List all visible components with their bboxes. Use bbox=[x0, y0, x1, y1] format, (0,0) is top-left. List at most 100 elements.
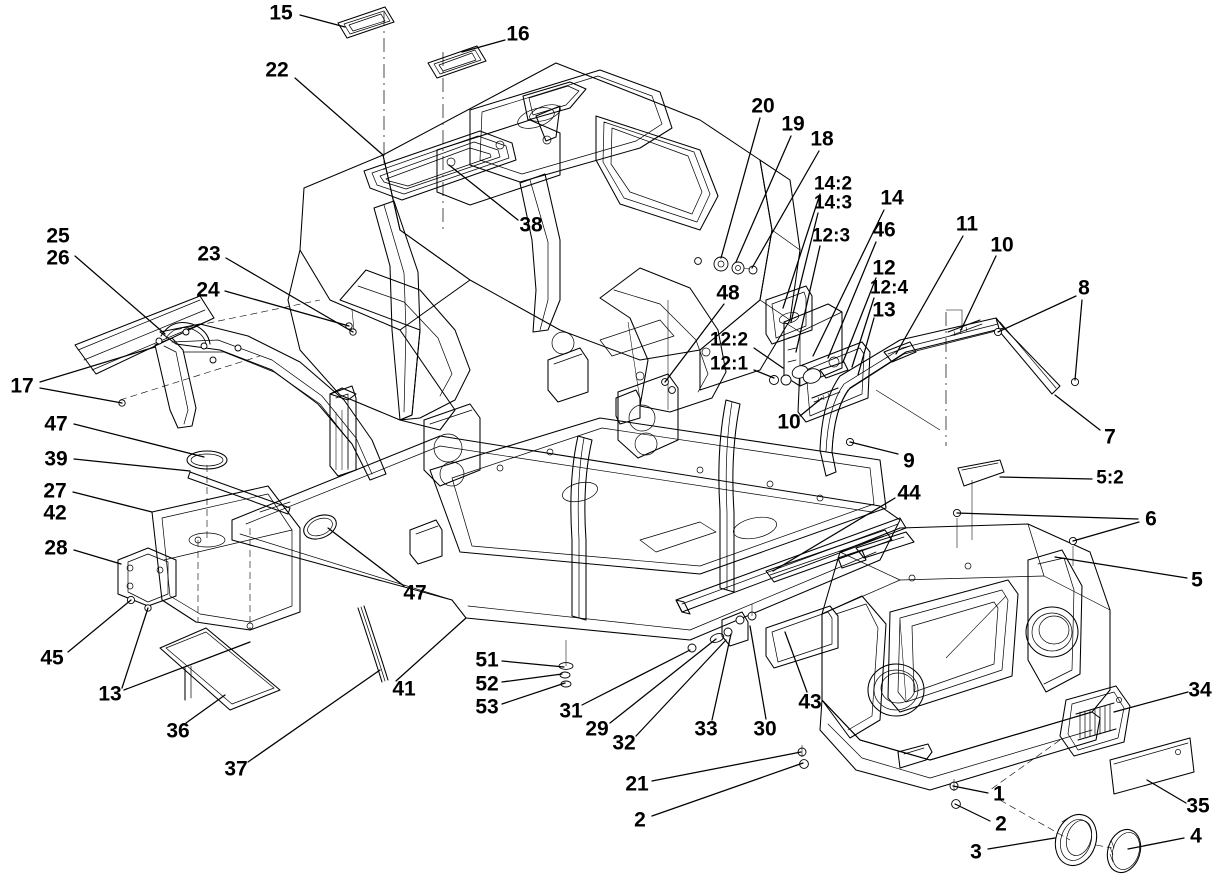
leader-line-12:4 bbox=[851, 297, 875, 368]
leader-line-17 bbox=[39, 346, 156, 383]
callout-label-6[interactable]: 6 bbox=[1145, 507, 1157, 531]
leader-line-14:3 bbox=[790, 212, 819, 323]
callout-label-17[interactable]: 17 bbox=[10, 374, 34, 398]
callout-label-43[interactable]: 43 bbox=[798, 690, 822, 714]
leader-line-9 bbox=[849, 441, 899, 455]
leader-line-53 bbox=[501, 682, 566, 705]
leader-line-6 bbox=[956, 512, 1139, 520]
leader-line-2a bbox=[651, 762, 804, 817]
part-15-plug bbox=[337, 6, 395, 39]
callout-label-24[interactable]: 24 bbox=[196, 278, 220, 302]
callout-label-34[interactable]: 34 bbox=[1188, 678, 1212, 702]
leader-line-20 bbox=[720, 117, 761, 259]
leader-line-14 bbox=[812, 209, 885, 357]
callout-label-46[interactable]: 46 bbox=[872, 218, 896, 242]
leader-line-47t bbox=[73, 423, 205, 458]
callout-label-13[interactable]: 13 bbox=[872, 298, 896, 322]
callout-label-29[interactable]: 29 bbox=[585, 717, 609, 741]
leader-line-15 bbox=[299, 14, 346, 28]
callout-label-37[interactable]: 37 bbox=[224, 757, 248, 781]
callout-label-47b[interactable]: 47 bbox=[403, 581, 427, 605]
callout-label-23[interactable]: 23 bbox=[197, 242, 221, 266]
callout-label-7[interactable]: 7 bbox=[1104, 425, 1116, 449]
callout-label-27[interactable]: 27 bbox=[43, 479, 67, 503]
callout-label-1[interactable]: 1 bbox=[993, 782, 1005, 806]
leader-line-11 bbox=[895, 235, 964, 355]
leader-line-7 bbox=[1054, 394, 1101, 431]
leader-line-5 bbox=[1054, 556, 1188, 579]
callout-label-45[interactable]: 45 bbox=[40, 646, 64, 670]
chassis-frame bbox=[117, 347, 907, 711]
callout-label-33[interactable]: 33 bbox=[694, 717, 718, 741]
part-3-lamp-ring bbox=[1054, 813, 1098, 867]
callout-label-52[interactable]: 52 bbox=[475, 672, 499, 696]
callout-label-5[interactable]: 5 bbox=[1191, 568, 1203, 592]
callout-label-20[interactable]: 20 bbox=[751, 94, 775, 118]
callout-label-22[interactable]: 22 bbox=[265, 58, 289, 82]
callout-label-51[interactable]: 51 bbox=[475, 648, 499, 672]
leader-line-43 bbox=[784, 631, 808, 693]
callout-label-36[interactable]: 36 bbox=[166, 719, 190, 743]
callout-label-12[interactable]: 12 bbox=[872, 256, 896, 280]
part-22-hood-assembly bbox=[287, 62, 801, 431]
callout-label-31[interactable]: 31 bbox=[559, 699, 583, 723]
callout-label-14:3[interactable]: 14:3 bbox=[813, 192, 853, 214]
leader-line-17 bbox=[39, 387, 123, 404]
callout-label-4[interactable]: 4 bbox=[1190, 824, 1202, 848]
leader-line-33 bbox=[711, 633, 732, 721]
callout-label-3[interactable]: 3 bbox=[970, 840, 982, 864]
callout-label-8[interactable]: 8 bbox=[1078, 276, 1090, 300]
callout-label-18[interactable]: 18 bbox=[810, 127, 834, 151]
callout-label-16[interactable]: 16 bbox=[506, 22, 530, 46]
leader-line-12 bbox=[842, 277, 877, 363]
callout-label-28[interactable]: 28 bbox=[44, 536, 68, 560]
leader-line-14:2 bbox=[782, 193, 821, 309]
callout-label-14:2[interactable]: 14:2 bbox=[813, 173, 853, 195]
callout-label-21[interactable]: 21 bbox=[625, 772, 649, 796]
callout-label-11[interactable]: 11 bbox=[955, 212, 979, 236]
leader-line-19 bbox=[735, 135, 792, 263]
callout-label-26[interactable]: 26 bbox=[46, 246, 70, 270]
callout-label-9[interactable]: 9 bbox=[903, 449, 915, 473]
callout-label-25[interactable]: 25 bbox=[46, 224, 70, 248]
leader-line-10l bbox=[799, 397, 823, 417]
leader-line-27 bbox=[72, 491, 153, 513]
leader-line-30 bbox=[749, 625, 767, 720]
callout-label-12:2[interactable]: 12:2 bbox=[709, 329, 749, 351]
callout-label-10r[interactable]: 10 bbox=[990, 233, 1014, 257]
leader-line-32 bbox=[635, 639, 727, 737]
callout-label-35[interactable]: 35 bbox=[1186, 794, 1210, 818]
leader-line-6 bbox=[1072, 521, 1140, 542]
hardware-51-52-53 bbox=[558, 640, 574, 688]
callout-label-12:4[interactable]: 12:4 bbox=[869, 277, 909, 299]
callout-label-53[interactable]: 53 bbox=[475, 695, 499, 719]
callout-label-13b[interactable]: 13 bbox=[98, 682, 122, 706]
callout-label-39[interactable]: 39 bbox=[44, 447, 68, 471]
callout-label-2a[interactable]: 2 bbox=[634, 808, 646, 832]
callout-label-19[interactable]: 19 bbox=[781, 112, 805, 136]
callout-label-48[interactable]: 48 bbox=[716, 281, 740, 305]
callout-label-30[interactable]: 30 bbox=[753, 717, 777, 741]
leader-line-8 bbox=[997, 295, 1077, 333]
callout-label-10l[interactable]: 10 bbox=[777, 410, 801, 434]
callout-label-41[interactable]: 41 bbox=[392, 677, 416, 701]
callout-label-38[interactable]: 38 bbox=[519, 213, 543, 237]
callout-label-47t[interactable]: 47 bbox=[44, 412, 68, 436]
callout-label-2b[interactable]: 2 bbox=[995, 812, 1007, 836]
callout-label-44[interactable]: 44 bbox=[897, 481, 921, 505]
callout-label-12:1[interactable]: 12:1 bbox=[709, 353, 749, 375]
leader-line-18 bbox=[751, 150, 820, 269]
leader-line-4 bbox=[1127, 837, 1185, 850]
callout-label-12:3[interactable]: 12:3 bbox=[811, 225, 851, 247]
callout-label-15[interactable]: 15 bbox=[269, 1, 293, 25]
callout-label-14[interactable]: 14 bbox=[880, 186, 904, 210]
callout-label-32[interactable]: 32 bbox=[612, 731, 636, 755]
leader-line-8 bbox=[1074, 299, 1083, 381]
callout-label-5:2[interactable]: 5:2 bbox=[1096, 467, 1124, 489]
part-35-decal bbox=[1109, 737, 1195, 795]
part-16-plug bbox=[427, 45, 487, 79]
callout-label-42[interactable]: 42 bbox=[43, 501, 67, 525]
leader-line-12:1 bbox=[753, 369, 775, 379]
